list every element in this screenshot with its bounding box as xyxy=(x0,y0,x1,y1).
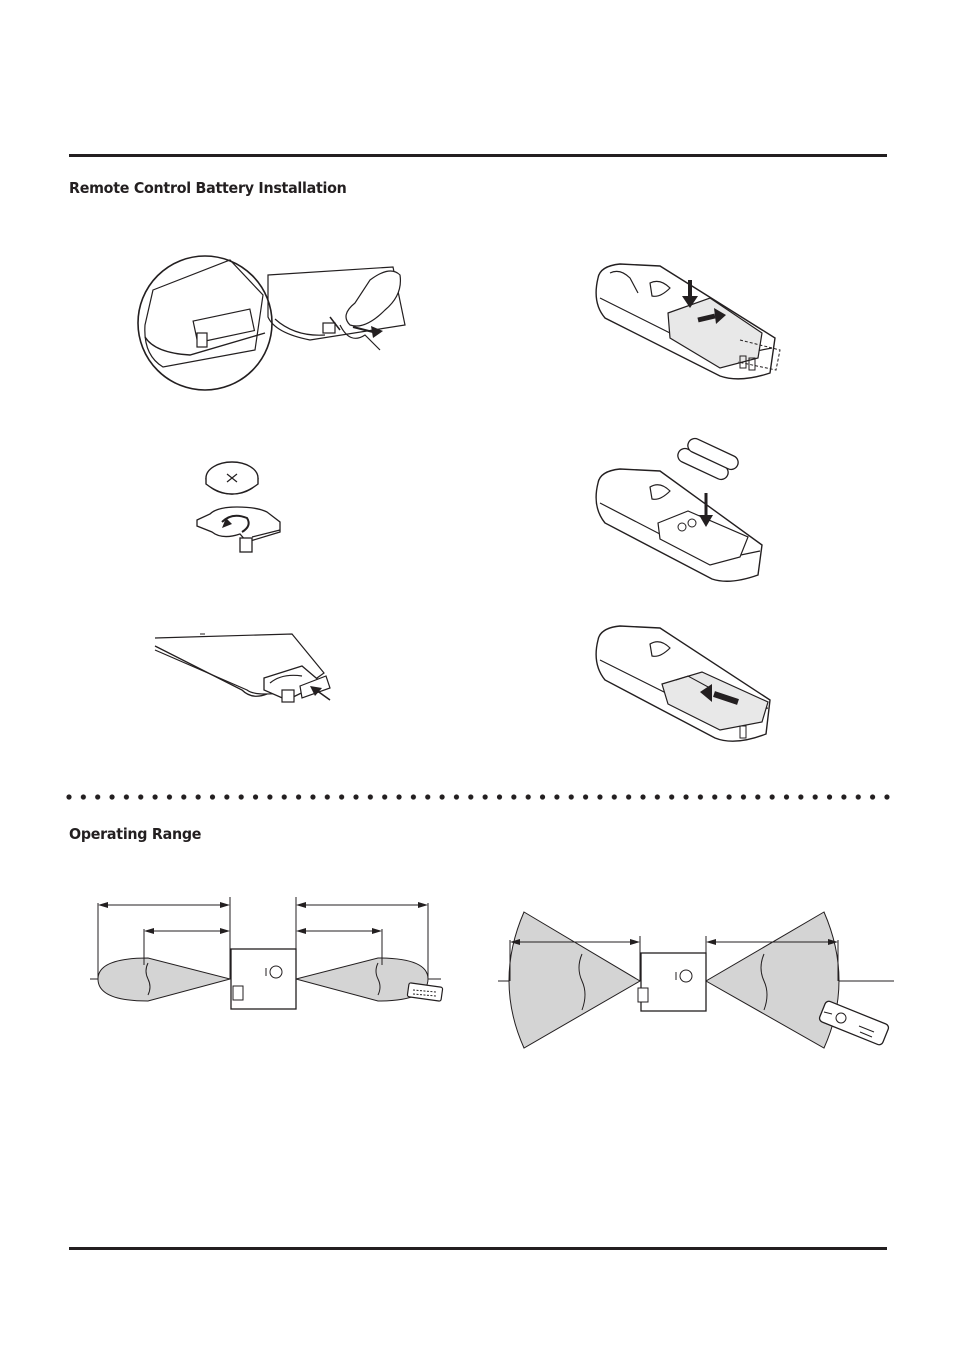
battery-section-title: Remote Control Battery Installation xyxy=(69,179,347,197)
lithium-remote-close-holder xyxy=(152,628,342,710)
standard-remote-slide-cover xyxy=(590,258,790,386)
bottom-rule xyxy=(69,1247,887,1250)
standard-remote-replace-cover xyxy=(590,622,780,750)
top-rule xyxy=(69,154,887,157)
lithium-remote-open-holder xyxy=(135,255,420,395)
range-section-title: Operating Range xyxy=(69,825,201,843)
standard-remote-insert-aa xyxy=(590,445,770,590)
range-card-remote xyxy=(86,893,456,1018)
range-standard-remote xyxy=(494,908,894,1053)
lithium-coin-cell-insert xyxy=(192,452,292,557)
section-separator-dots xyxy=(66,791,891,803)
